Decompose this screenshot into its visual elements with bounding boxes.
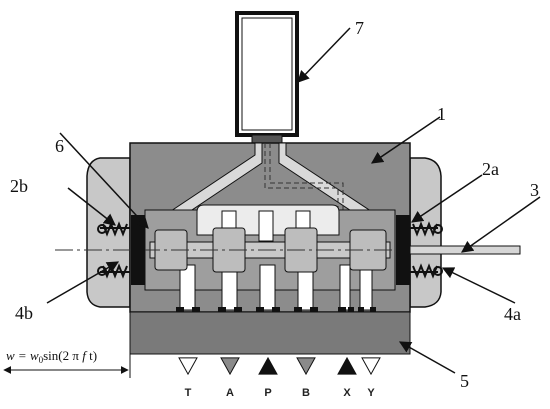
spring-2a	[410, 221, 443, 279]
callout-3: 3	[530, 180, 539, 200]
port-p-label: P	[264, 387, 271, 399]
port-p-symbol-icon	[258, 356, 278, 375]
port-x-symbol-icon	[337, 356, 357, 375]
port-x-label: X	[343, 387, 351, 399]
callout-4a: 4a	[504, 304, 521, 324]
actuator-neck	[251, 134, 283, 144]
port-channel-T	[179, 264, 196, 311]
callout-7: 7	[355, 18, 364, 38]
port-channel-X	[339, 264, 351, 311]
port-a-symbol-icon	[220, 357, 240, 376]
plate-4b	[131, 215, 145, 285]
actuator-housing	[235, 11, 299, 137]
callout-5: 5	[460, 371, 469, 391]
formula-sin: sin(2 π	[43, 348, 82, 363]
formula-prefix: w = w	[6, 348, 39, 363]
callout-1: 1	[437, 104, 446, 124]
bottom-seals	[176, 307, 376, 312]
formula-f: f	[82, 348, 88, 363]
excitation-formula: w = w0sin(2 π f t)	[6, 348, 97, 365]
port-b-label: B	[302, 387, 310, 399]
callout-2b: 2b	[10, 176, 28, 196]
callout-2a: 2a	[482, 159, 499, 179]
formula-t: t)	[86, 348, 97, 363]
base-plate	[129, 311, 411, 355]
port-channel-Y	[359, 264, 373, 311]
port-y-symbol-icon	[361, 357, 381, 376]
plate-4a	[396, 215, 410, 285]
actuator-inner	[241, 17, 293, 131]
leader-lines	[46, 27, 541, 374]
port-b-symbol-icon	[296, 357, 316, 376]
port-t-label: T	[185, 387, 192, 399]
port-channel-P	[259, 264, 276, 311]
callout-4b: 4b	[15, 303, 33, 323]
formula-subscript: 0	[39, 355, 44, 365]
upper-slot-2	[258, 210, 274, 242]
callout-6: 6	[55, 136, 64, 156]
port-t-symbol-icon	[178, 357, 198, 376]
port-a-label: A	[226, 387, 234, 399]
port-y-label: Y	[367, 387, 375, 399]
